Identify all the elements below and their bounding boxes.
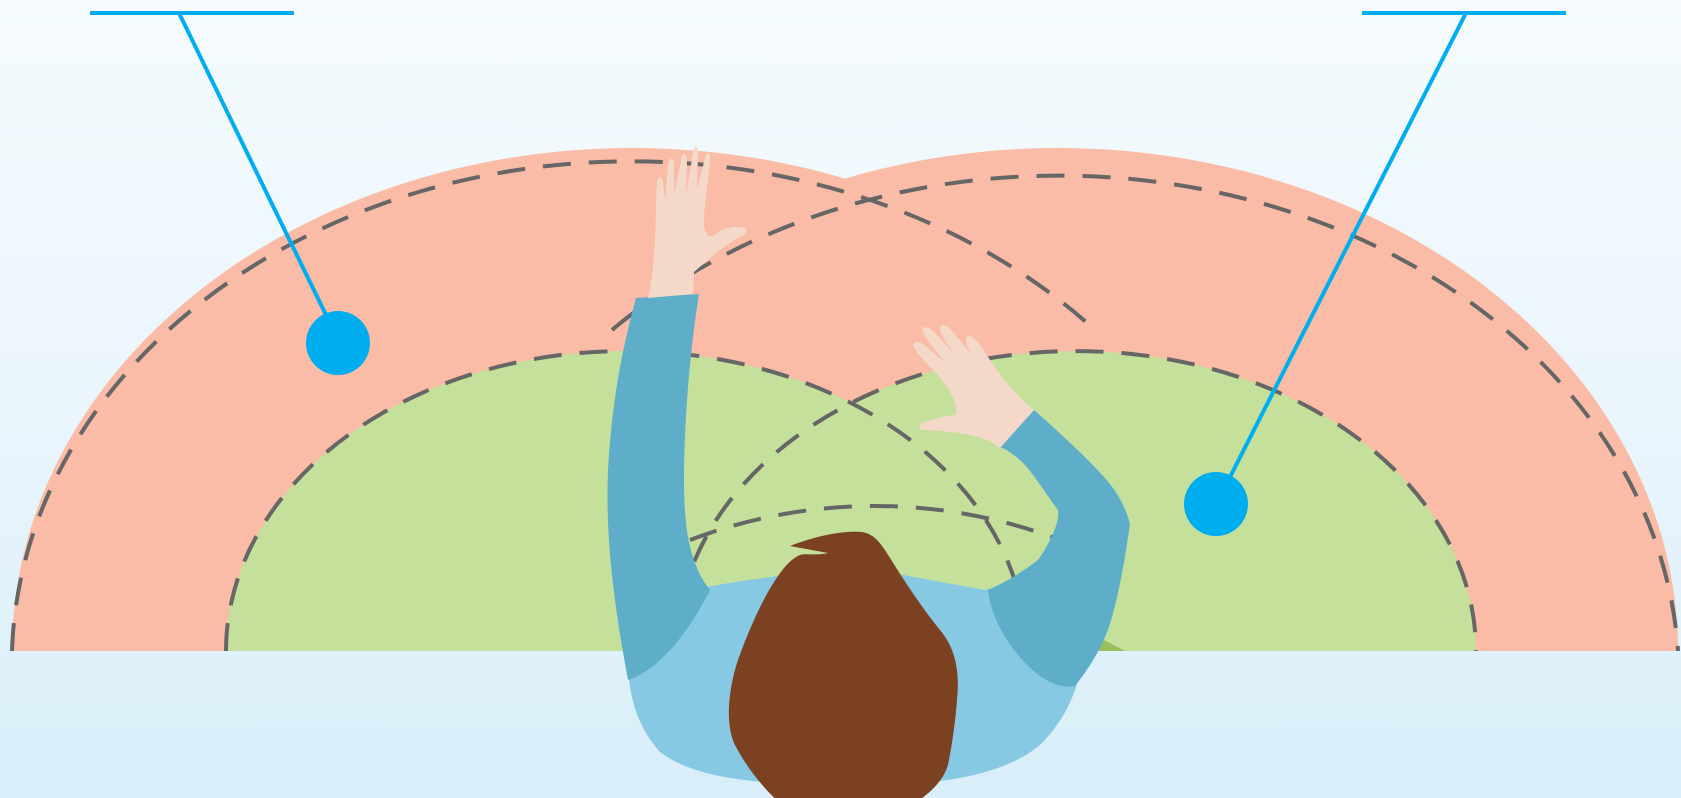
left-callout-marker (306, 311, 370, 375)
right-callout-marker (1184, 472, 1248, 536)
